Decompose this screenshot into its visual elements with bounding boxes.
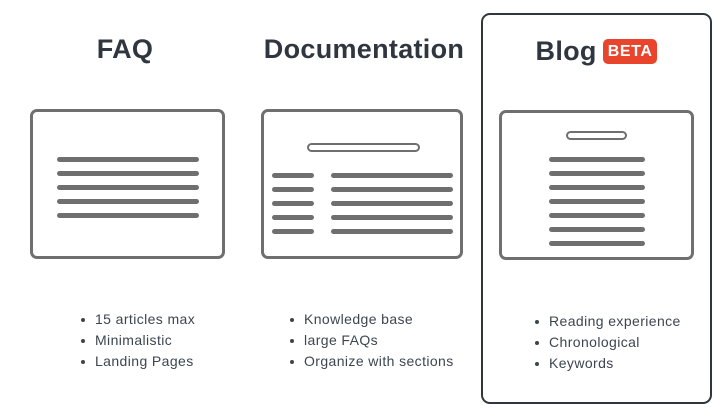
preview-line: [549, 171, 645, 176]
preview-line: [549, 185, 645, 190]
preview-line: [549, 157, 645, 162]
preview-sidebar-line: [272, 173, 314, 178]
feature-item: Minimalistic: [79, 330, 195, 351]
preview-content-line: [331, 215, 453, 220]
preview-content-line: [331, 173, 453, 178]
blog-title-text: Blog: [535, 36, 597, 66]
option-card-faq[interactable]: FAQ 15 articles max Minimalistic Landing…: [0, 0, 250, 418]
preview-sidebar-line: [272, 187, 314, 192]
feature-item: Landing Pages: [79, 351, 195, 372]
faq-layout-preview: [30, 109, 225, 259]
preview-sidebar-line: [272, 229, 314, 234]
preview-line: [57, 185, 199, 190]
preview-line: [57, 157, 199, 162]
preview-content-line: [331, 229, 453, 234]
preview-line: [57, 213, 199, 218]
preview-line: [549, 213, 645, 218]
blog-layout-preview: [499, 110, 694, 260]
preview-line: [57, 171, 199, 176]
option-title-documentation: Documentation: [263, 34, 465, 64]
documentation-layout-preview: [261, 109, 463, 259]
preview-line: [57, 199, 199, 204]
beta-badge: BETA: [602, 39, 658, 64]
preview-sidebar-line: [272, 215, 314, 220]
option-title-faq: FAQ: [96, 34, 154, 64]
preview-content-line: [331, 201, 453, 206]
preview-sidebar-line: [272, 201, 314, 206]
feature-item: Organize with sections: [288, 351, 454, 372]
feature-list-blog: Reading experience Chronological Keyword…: [533, 311, 681, 374]
preview-line: [549, 241, 645, 246]
feature-item: Chronological: [533, 332, 681, 353]
feature-item: Reading experience: [533, 311, 681, 332]
feature-item: Knowledge base: [288, 309, 454, 330]
preview-search-bar: [307, 143, 420, 152]
option-card-documentation[interactable]: Documentation Knowledge base large FAQs …: [250, 0, 478, 418]
feature-item: large FAQs: [288, 330, 454, 351]
preview-line: [549, 227, 645, 232]
feature-list-faq: 15 articles max Minimalistic Landing Pag…: [79, 309, 195, 372]
feature-list-documentation: Knowledge base large FAQs Organize with …: [288, 309, 454, 372]
feature-item: Keywords: [533, 353, 681, 374]
preview-title-bar: [566, 131, 627, 140]
feature-item: 15 articles max: [79, 309, 195, 330]
preview-content-line: [331, 187, 453, 192]
preview-line: [549, 199, 645, 204]
